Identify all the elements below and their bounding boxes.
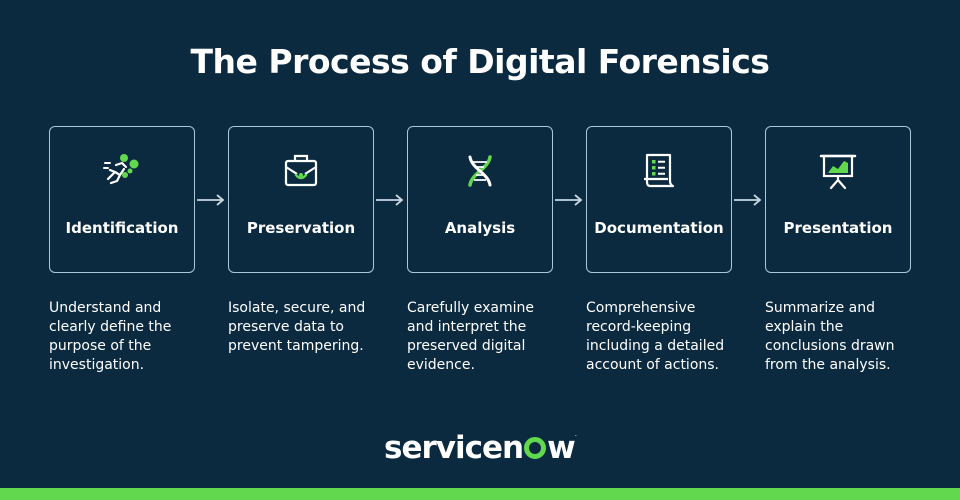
running-person-icon bbox=[103, 154, 139, 185]
step-card-preservation: Preservation bbox=[228, 126, 374, 273]
step-label: Identification bbox=[65, 219, 179, 237]
dna-icon bbox=[468, 155, 492, 187]
step-label: Analysis bbox=[444, 219, 516, 237]
step-description-presentation: Summarize and explain the conclusions dr… bbox=[765, 300, 895, 373]
briefcase-icon bbox=[284, 154, 318, 187]
servicenow-logo: servicen w. bbox=[0, 430, 960, 466]
step-description-identification: Understand and clearly define the purpos… bbox=[49, 300, 172, 373]
step-card-identification: Identification bbox=[49, 126, 195, 273]
bottom-accent-bar bbox=[0, 488, 960, 500]
presentation-board-icon bbox=[819, 154, 857, 190]
step-label: Documentation bbox=[594, 219, 724, 237]
arrow-right-icon bbox=[734, 194, 762, 206]
arrow-right-icon bbox=[555, 194, 583, 206]
process-steps: Identification Preservation Analysis bbox=[49, 126, 911, 273]
step-card-analysis: Analysis bbox=[407, 126, 553, 273]
step-card-presentation: Presentation bbox=[765, 126, 911, 273]
logo-text-start: servicen bbox=[384, 430, 524, 466]
step-card-documentation: Documentation bbox=[586, 126, 732, 273]
document-list-icon bbox=[644, 153, 675, 188]
arrow-right-icon bbox=[376, 194, 404, 206]
logo-text-end: w bbox=[547, 430, 576, 466]
step-label: Presentation bbox=[783, 219, 893, 237]
step-label: Preservation bbox=[246, 219, 356, 237]
arrow-right-icon bbox=[197, 194, 225, 206]
page-title: The Process of Digital Forensics bbox=[190, 42, 770, 81]
step-description-analysis: Carefully examine and interpret the pres… bbox=[407, 300, 534, 373]
logo-o-mark-icon bbox=[524, 437, 547, 459]
step-description-documentation: Comprehensive record-keeping including a… bbox=[586, 300, 725, 373]
logo-trademark: . bbox=[574, 430, 577, 438]
step-description-preservation: Isolate, secure, and preserve data to pr… bbox=[228, 300, 366, 354]
